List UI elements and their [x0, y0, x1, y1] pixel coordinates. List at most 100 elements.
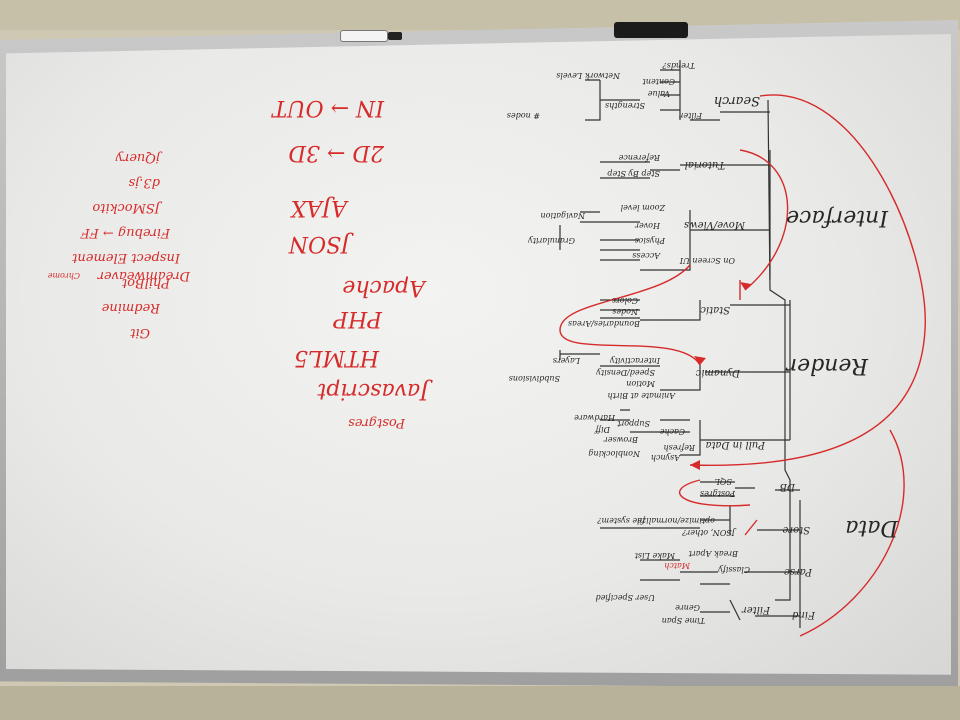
tree-data-genre: Genre: [675, 603, 700, 612]
whiteboard-surface: [6, 34, 951, 675]
tree-data-postgres: Postgres: [700, 489, 735, 498]
tree-search-trends: Trends?: [662, 61, 695, 70]
static-branches: [600, 299, 701, 321]
tree-data-json: JSON, other?: [682, 528, 735, 537]
tree-data-optimize: optimize/normalize: [637, 516, 715, 525]
tree-data-parse: Parse: [783, 566, 812, 577]
tree-interface-zoom: Zoom level: [620, 203, 665, 212]
tree-render-speed: Speed/Density: [596, 368, 655, 377]
tech-col2-item-1: AJAX: [290, 195, 347, 220]
tree-data-filter: Filter: [741, 604, 770, 615]
tech-col4-item-8: Git: [130, 325, 150, 340]
tree-search-value: Value: [647, 89, 670, 98]
tree-render-boundaries: Boundaries/Areas: [567, 319, 640, 328]
tech-col4-item-1: d3.js: [128, 175, 160, 190]
tree-interface-tutorial: Tutorial: [684, 159, 725, 170]
tree-data-sql: SQL: [714, 477, 732, 486]
tree-interface-reference: Reference: [618, 153, 660, 162]
tree-interface-navigation: Navigation: [540, 211, 585, 220]
tree-render-animate: Animate at Birth: [607, 391, 676, 400]
tree-data-file-system: file system?: [597, 516, 645, 525]
tech-col4-item-4: Inspect Element: [72, 250, 180, 265]
marker-on-tray: [340, 30, 388, 42]
red-arrow-store: [744, 519, 758, 536]
tech-col1-item-1: PHP: [333, 306, 382, 331]
tree-data-label: Data: [845, 515, 898, 540]
tree-render-static: Static: [700, 304, 730, 315]
tech-col3-item-0: 2D → 3D: [288, 140, 384, 165]
trunk-line: [767, 99, 791, 601]
tree-render-layers: Layers: [552, 356, 580, 365]
tree-data-match: Match: [664, 561, 690, 570]
tree-interface-physics: Physics: [634, 236, 665, 245]
tree-interface-step: Step By Step: [607, 169, 660, 178]
tree-render-cache: Cache: [659, 427, 685, 436]
tree-interface-on-screen-ui: On Screen UI: [679, 256, 735, 265]
tree-render-subdivisions: Subdivisions: [508, 374, 560, 383]
data-branches: [745, 489, 801, 628]
red-arrow-interface-dynamic: [559, 264, 701, 366]
tree-render-asynch: Asynch: [650, 453, 680, 462]
tutorial-branches: [600, 161, 680, 179]
red-arrowhead-1: [690, 460, 700, 470]
red-loop-db: [678, 479, 751, 507]
render-branches: [700, 300, 791, 441]
tree-render-support: Support: [617, 419, 650, 428]
tree-data-break-apart: Break Apart: [688, 549, 738, 558]
tree-data-user-specified: User Specified: [595, 593, 655, 602]
tech-col4-item-2: JSMockito: [92, 200, 160, 215]
tree-render-nodes: Nodes: [612, 307, 638, 316]
tree-search-strengths: Strengths: [605, 101, 645, 110]
tree-data-time-span: Time Span: [661, 616, 705, 625]
tree-interface-hover: Hover: [635, 221, 660, 230]
red-arrowhead-3: [740, 282, 751, 290]
tree-search-filter: Filter: [679, 111, 702, 120]
tech-col4-item-7: Redmine: [101, 300, 160, 315]
marker-cap: [388, 32, 402, 40]
tech-col1-item-2: HTML5: [294, 345, 379, 370]
db-branch: [700, 481, 755, 497]
search-branches: [585, 60, 720, 121]
eraser: [614, 22, 688, 38]
tech-col2-item-0: JSON: [288, 231, 350, 256]
tree-search-network: Network Levels: [556, 71, 620, 80]
tree-render-colors: Colors: [611, 296, 638, 305]
tree-search-content: Content: [642, 77, 675, 86]
tree-render-interactivity: Interactivity: [610, 356, 660, 365]
tech-col4-item-3: Firebug → FF: [80, 225, 170, 240]
tree-data-classify: Classify: [718, 565, 750, 574]
tech-col4-item-9: Dreamweaver: [97, 268, 190, 283]
tree-search-label: Search: [713, 93, 760, 108]
pull-branches: [600, 409, 701, 456]
tree-render-nonblocking: Nonblocking: [588, 449, 640, 458]
tech-col3-item-1: IN → OUT: [272, 95, 384, 120]
red-arrow-search-render: [689, 94, 926, 467]
dynamic-branches: [559, 350, 701, 391]
tree-interface-move-views: Move/Views: [683, 219, 745, 230]
tech-col4-item-5: Chrome: [47, 271, 80, 280]
tree-interface-label: Interface: [786, 205, 888, 230]
tree-render-browser: Browser: [603, 435, 638, 444]
tree-interface-access: Access: [632, 251, 660, 260]
tree-render-diff: Diff: [595, 425, 610, 434]
move-view-branches: [559, 210, 691, 271]
tech-col1-item-4: Postgres: [348, 415, 405, 430]
tree-render-dynamic: Dynamic: [695, 367, 740, 378]
tree-data-db: DB: [779, 481, 795, 492]
wall-bottom: [0, 686, 960, 720]
interface-branches: [680, 111, 771, 280]
tree-data-find: Find: [792, 609, 815, 620]
data-sub-branches: [600, 505, 741, 621]
tree-interface-granularity: Granularity: [528, 236, 575, 245]
tech-col4-item-0: jQuery: [115, 150, 160, 165]
tree-render-label: Render: [786, 353, 868, 378]
tree-data-store: Store: [782, 524, 810, 535]
tree-render-refresh: Refresh: [663, 443, 695, 452]
tree-search-nodes: # nodes: [506, 111, 540, 120]
red-arrow-data-render: [799, 429, 905, 637]
tech-col1-item-3: Javascript: [317, 378, 429, 403]
red-arrow-tutorial-static: [739, 149, 789, 291]
tree-render-motion: Motion: [626, 379, 655, 388]
red-arrowhead-2: [694, 356, 706, 365]
